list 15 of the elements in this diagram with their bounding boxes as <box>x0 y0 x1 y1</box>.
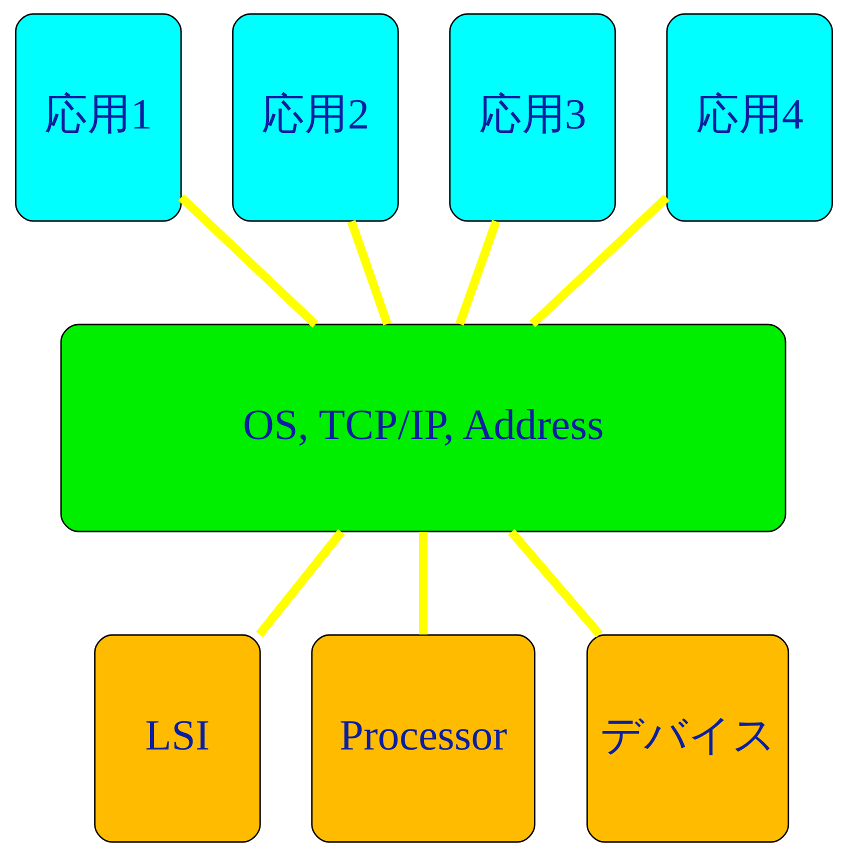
node-box: Processor <box>310 634 535 843</box>
node-box: デバイス <box>586 634 789 843</box>
node-box: LSI <box>94 634 260 843</box>
connector <box>455 220 500 326</box>
connector <box>346 220 391 326</box>
connector <box>528 194 670 328</box>
node-box: 応用4 <box>666 13 832 222</box>
node-box: 応用2 <box>232 13 398 222</box>
node-box: OS, TCP/IP, Address <box>60 324 786 532</box>
connector <box>418 532 428 635</box>
connector <box>508 529 602 638</box>
node-box: 応用1 <box>14 13 182 222</box>
connector <box>178 194 318 328</box>
connector <box>256 529 344 638</box>
node-box: 応用3 <box>448 13 616 222</box>
